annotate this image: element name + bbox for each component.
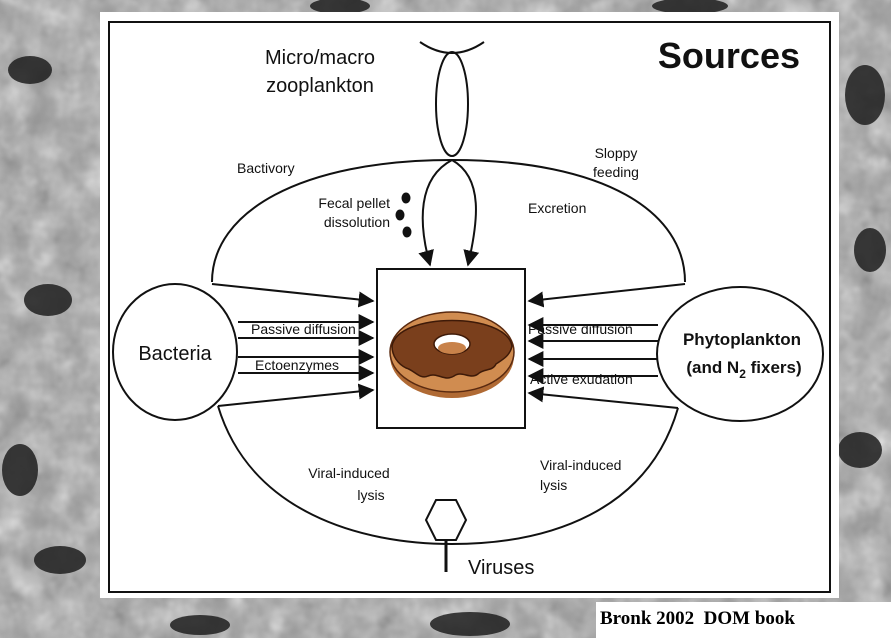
citation-text: Bronk 2002 DOM book <box>600 608 795 630</box>
sloppy-feeding-arrow <box>529 284 685 301</box>
viral-left-arrow <box>218 390 373 406</box>
donut-icon <box>390 312 514 398</box>
fecal-pellet-icon <box>396 193 412 238</box>
bactivory-label: Bactivory <box>237 160 295 176</box>
phytoplankton-node <box>657 287 823 421</box>
dom-sources-diagram: Sources Micro/macro zooplankton Bactivor… <box>100 12 839 598</box>
zooplankton-label-line1: Micro/macro <box>265 47 375 69</box>
fecal-pellet-label-line2: dissolution <box>324 214 390 230</box>
diagram-title: Sources <box>658 35 800 76</box>
viral-lysis-left-label-line1: Viral-induced <box>308 465 389 481</box>
hexagon-virus-icon <box>426 500 466 572</box>
viral-lysis-left-label-line2: lysis <box>357 487 384 503</box>
ectoenzymes-label: Ectoenzymes <box>255 357 339 373</box>
passive-diffusion-left-label: Passive diffusion <box>251 321 356 337</box>
fecal-arrow <box>423 160 452 265</box>
viral-right-arrow <box>529 393 678 408</box>
sloppy-feeding-label-line1: Sloppy <box>595 145 638 161</box>
viral-lysis-right-label-line2: lysis <box>540 477 567 493</box>
viruses-label: Viruses <box>468 557 534 579</box>
excretion-arrow <box>452 160 476 265</box>
phytoplankton-label-line1: Phytoplankton <box>683 330 801 349</box>
viral-lysis-right-label-line1: Viral-induced <box>540 457 621 473</box>
active-exudation-label: Active exudation <box>530 371 633 387</box>
bactivory-arrow <box>212 284 373 301</box>
sloppy-feeding-label-line2: feeding <box>593 164 639 180</box>
bacteria-label: Bacteria <box>138 343 212 365</box>
passive-diffusion-right-label: Passive diffusion <box>528 321 633 337</box>
fecal-pellet-label-line1: Fecal pellet <box>318 195 390 211</box>
zooplankton-ellipse <box>436 52 468 156</box>
excretion-label: Excretion <box>528 200 586 216</box>
zooplankton-label-line2: zooplankton <box>266 75 374 97</box>
